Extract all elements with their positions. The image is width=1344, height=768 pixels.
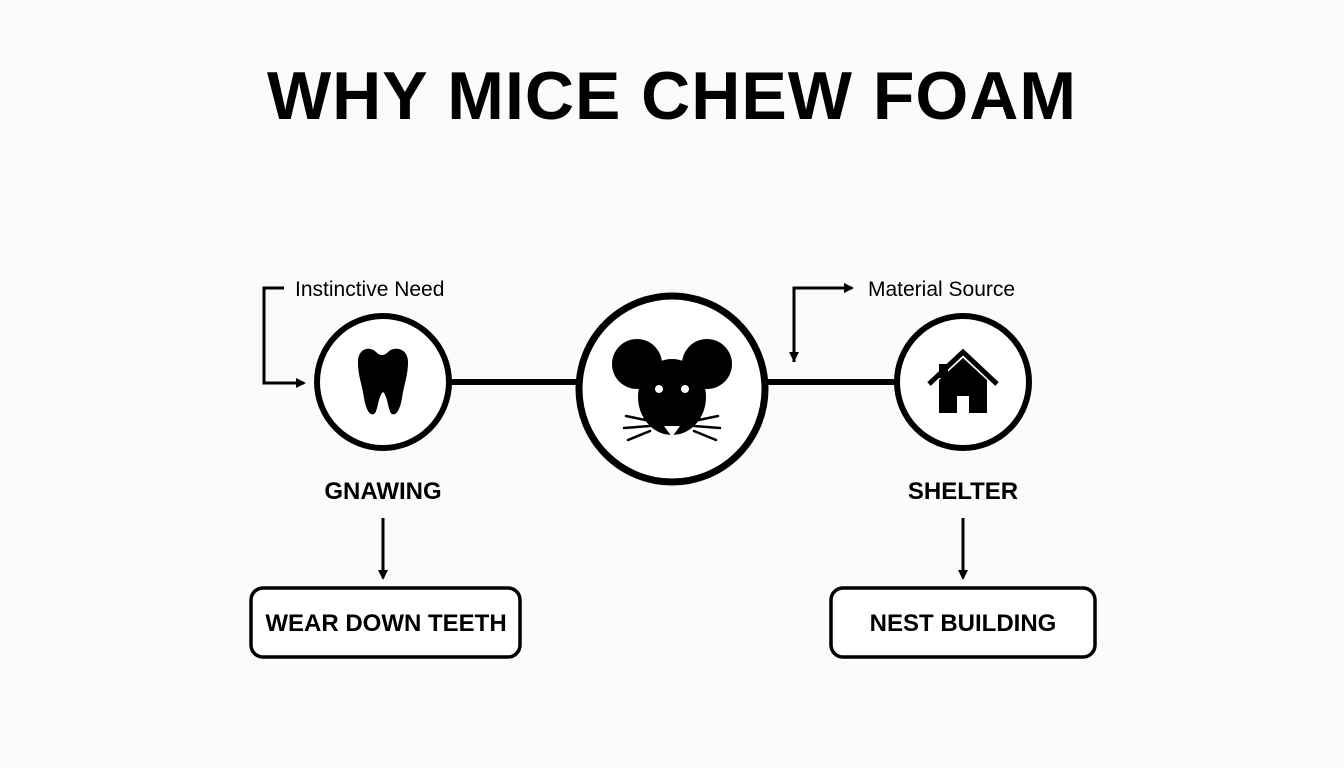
wear-down-teeth-box: WEAR DOWN TEETH	[249, 586, 522, 659]
nest-building-box: NEST BUILDING	[829, 586, 1097, 659]
material-source-arrow	[792, 283, 854, 362]
instinctive-need-arrow	[262, 286, 306, 388]
house-icon	[927, 348, 999, 413]
wear-down-teeth-text: WEAR DOWN TEETH	[265, 610, 506, 637]
diagram-title: WHY MICE CHEW FOAM	[266, 58, 1078, 134]
material-source-label: Material Source	[868, 278, 1015, 301]
instinctive-need-label: Instinctive Need	[295, 278, 444, 301]
shelter-label: SHELTER	[908, 478, 1018, 505]
nest-building-text: NEST BUILDING	[870, 610, 1057, 637]
gnawing-node	[314, 313, 452, 451]
shelter-node	[894, 313, 1032, 451]
gnawing-label: GNAWING	[324, 478, 441, 505]
tooth-icon	[358, 348, 408, 415]
mouse-face-icon	[612, 339, 732, 442]
mouse-node	[575, 292, 769, 486]
